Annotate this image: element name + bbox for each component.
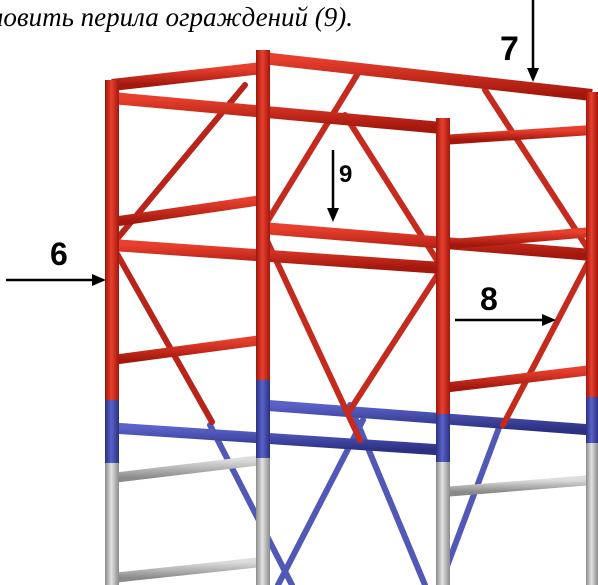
caption-text: новить перила ограждений (9). [0, 2, 353, 32]
red-frame-section [105, 50, 598, 443]
callout-arrow-8 [455, 314, 556, 326]
blue-section [105, 378, 598, 463]
callout-label-7: 7 [500, 30, 519, 68]
gray-lower-section [105, 402, 598, 585]
callout-label-8: 8 [480, 281, 498, 317]
callout-arrow-7 [527, 0, 539, 82]
callout-arrow-9 [327, 150, 339, 222]
callout-arrow-6 [6, 274, 106, 286]
callout-label-9: 9 [339, 161, 352, 188]
callout-label-6: 6 [50, 236, 68, 272]
